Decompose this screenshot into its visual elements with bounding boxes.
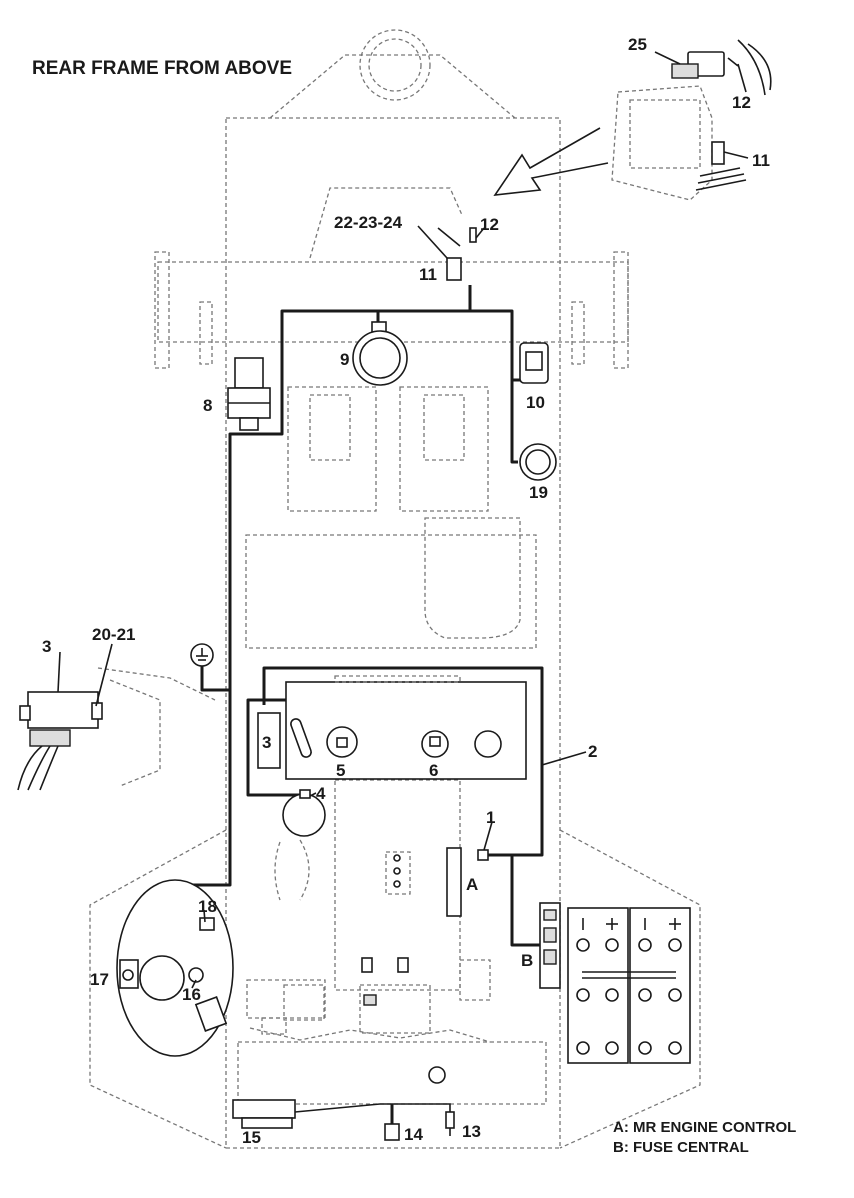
callout-A: A <box>466 875 478 894</box>
component-misc <box>361 854 446 1084</box>
callout-12-inset: 12 <box>732 93 751 112</box>
callout-labels: 22-23-24 12 11 25 12 11 9 8 10 19 3 20-2… <box>42 35 770 1147</box>
component-8 <box>227 357 271 431</box>
callout-1: 1 <box>486 808 495 827</box>
callout-6: 6 <box>429 761 438 780</box>
callout-16: 16 <box>182 985 201 1004</box>
legend-a: A: MR ENGINE CONTROL <box>613 1119 796 1136</box>
callout-5: 5 <box>336 761 345 780</box>
component-10 <box>519 342 549 384</box>
component-11-12 <box>437 227 477 281</box>
callout-12-top: 12 <box>480 215 499 234</box>
component-9 <box>352 321 408 386</box>
leader-lines <box>57 51 749 989</box>
legend-b: B: FUSE CENTRAL <box>613 1139 749 1156</box>
callout-10: 10 <box>526 393 545 412</box>
callout-13: 13 <box>462 1122 481 1141</box>
component-13 <box>445 1111 455 1136</box>
engine-control-unit <box>446 847 489 917</box>
callout-B: B <box>521 951 533 970</box>
callout-3-inset: 3 <box>42 637 51 656</box>
starter-motor <box>116 879 234 1057</box>
callout-17: 17 <box>90 970 109 989</box>
callout-14: 14 <box>404 1125 423 1144</box>
callout-20-21: 20-21 <box>92 625 135 644</box>
rear-frame-outline <box>89 29 701 1149</box>
dashboard-panel <box>257 675 527 780</box>
component-19 <box>519 443 557 481</box>
component-4 <box>282 789 326 837</box>
component-14 <box>384 1123 400 1141</box>
callout-2: 2 <box>588 742 597 761</box>
callout-22-23-24: 22-23-24 <box>334 213 403 232</box>
callout-25: 25 <box>628 35 647 54</box>
fuse-central <box>539 902 561 989</box>
ground-symbol-icon <box>190 643 214 667</box>
callout-15: 15 <box>242 1128 261 1147</box>
callout-3-panel: 3 <box>262 733 271 752</box>
callout-11-top: 11 <box>419 265 437 284</box>
inset-top-right <box>611 39 772 201</box>
callout-18: 18 <box>198 897 217 916</box>
legend: A: MR ENGINE CONTROL B: FUSE CENTRAL <box>613 1119 796 1156</box>
callout-19: 19 <box>529 483 548 502</box>
callout-9: 9 <box>340 350 349 369</box>
callout-4: 4 <box>316 784 326 803</box>
callout-8: 8 <box>203 396 212 415</box>
view-direction-arrow <box>493 127 609 196</box>
diagram-title: REAR FRAME FROM ABOVE <box>32 58 292 79</box>
batteries <box>567 907 691 1064</box>
callout-11-inset: 11 <box>752 151 770 170</box>
inset-left <box>17 667 216 791</box>
component-15 <box>232 1099 296 1129</box>
